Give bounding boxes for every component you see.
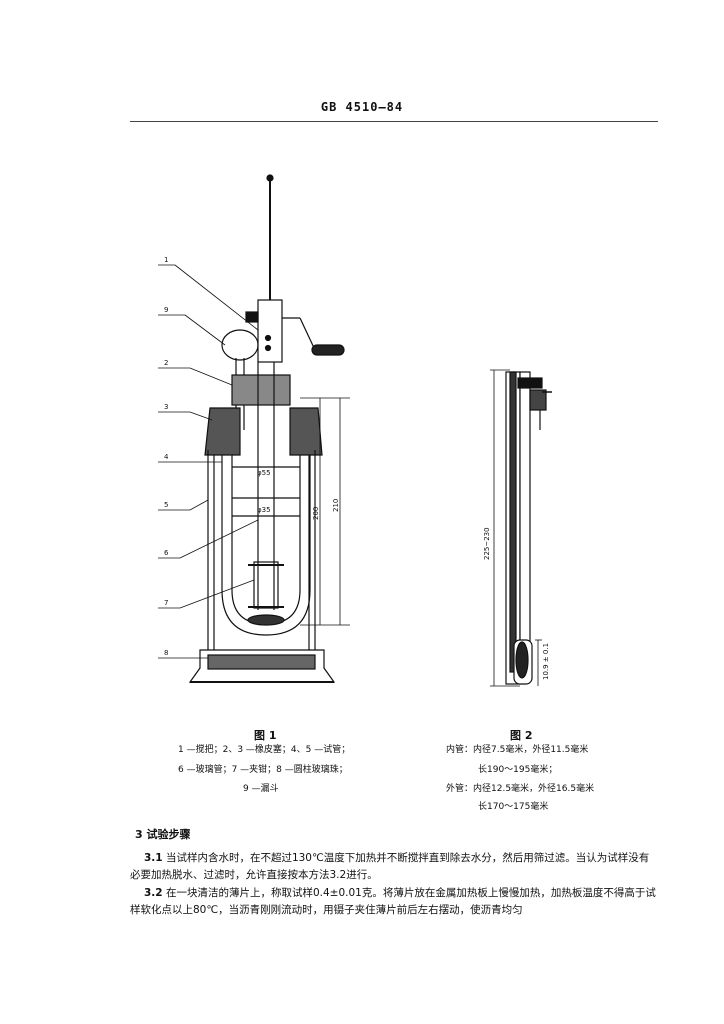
fig1-label-2: 2: [164, 359, 168, 367]
fig2-dim-length: 225~230: [483, 527, 491, 560]
paragraph-text: 在一块清洁的薄片上，称取试样0.4±0.01克。将薄片放在金属加热板上慢慢加热，…: [130, 887, 656, 916]
figure-2-caption-line-4: 长170～175毫米: [478, 802, 549, 812]
figure-1-title: 图 1: [254, 729, 277, 742]
fig1-label-1: 1: [164, 256, 168, 264]
fig1-dim-210: 210: [332, 499, 340, 512]
figure-2-labels: 225~230 10.9 ± 0.1: [483, 527, 550, 680]
fig1-label-8: 8: [164, 649, 168, 657]
fig1-dim-d35: φ35: [257, 506, 271, 514]
page-header: GB 4510—84: [320, 100, 404, 114]
fig1-label-4: 4: [164, 453, 169, 461]
fig2-dim-bottom: 10.9 ± 0.1: [542, 643, 550, 680]
paragraph-number: 3.1: [144, 852, 163, 864]
paragraph-3-1: 3.1 当试样内含水时，在不超过130℃温度下加热并不断搅拌直到除去水分，然后用…: [130, 850, 658, 884]
figure-1-caption-line-1: 1 —搅把；2、3 —橡皮塞；4、5 —试管；: [178, 745, 351, 755]
figure-2-title: 图 2: [510, 729, 533, 742]
section-heading: 3 试验步骤: [135, 828, 191, 841]
figure-1-labels: 1 9 2 3 4 5 6 7 8 φ55 φ35 200 210: [164, 256, 340, 657]
paragraph-text: 当试样内含水时，在不超过130℃温度下加热并不断搅拌直到除去水分，然后用筛过滤。…: [130, 852, 650, 881]
paragraph-3-2: 3.2 在一块清洁的薄片上，称取试样0.4±0.01克。将薄片放在金属加热板上慢…: [130, 885, 658, 919]
figure-2-drawing: [490, 369, 552, 687]
header-rule: [130, 121, 658, 122]
fig1-label-7: 7: [164, 599, 168, 607]
paragraph-number: 3.2: [144, 887, 163, 899]
fig1-dim-d55: φ55: [257, 469, 271, 477]
figure-2-caption-line-2: 长190～195毫米；: [478, 765, 558, 775]
fig1-dim-200: 200: [312, 507, 320, 520]
figure-2-caption-line-1: 内管：内径7.5毫米，外径11.5毫米: [446, 745, 589, 755]
figure-1-drawing: [158, 174, 350, 683]
figure-1-caption-line-2: 6 —玻璃管；7 —夹钳；8 —圆柱玻璃珠；: [178, 765, 348, 775]
figure-1-caption-line-3: 9 —漏斗: [243, 784, 279, 794]
fig1-label-5: 5: [164, 501, 168, 509]
figure-2-caption-line-3: 外管：内径12.5毫米，外径16.5毫米: [446, 784, 595, 794]
fig1-label-6: 6: [164, 549, 169, 557]
fig1-label-9: 9: [164, 306, 168, 314]
fig1-label-3: 3: [164, 403, 168, 411]
